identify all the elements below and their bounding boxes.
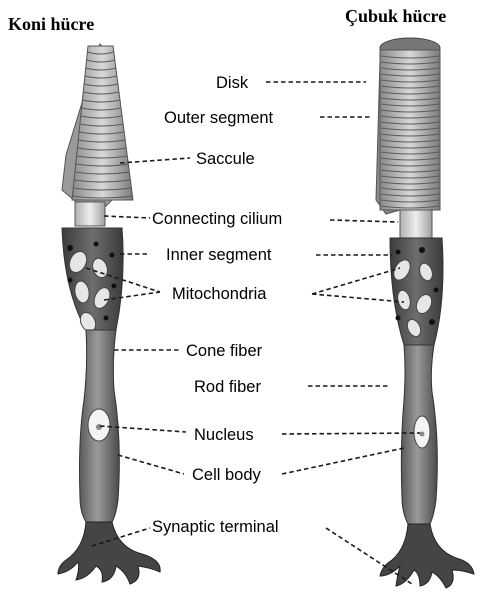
label-cone-fiber: Cone fiber — [186, 342, 263, 360]
labels: Disk Outer segment Saccule Connecting ci… — [152, 74, 282, 536]
rod-connecting-cilium — [400, 210, 432, 238]
label-disk: Disk — [216, 74, 249, 92]
rod-cell-title: Çubuk hücre — [345, 6, 446, 26]
label-synaptic-terminal: Synaptic terminal — [152, 518, 279, 536]
rod-synaptic-terminal — [380, 524, 474, 588]
label-connecting-cilium: Connecting cilium — [152, 210, 282, 228]
label-rod-fiber: Rod fiber — [194, 378, 261, 396]
label-nucleus: Nucleus — [194, 426, 254, 444]
label-cell-body: Cell body — [192, 466, 262, 484]
label-outer-segment: Outer segment — [164, 109, 274, 127]
cone-connecting-cilium — [75, 202, 105, 226]
cone-cell-title: Koni hücre — [8, 14, 94, 34]
cone-cell — [58, 44, 160, 584]
cone-synaptic-terminal — [58, 522, 160, 584]
rod-cell — [376, 38, 474, 588]
cone-outer-segment — [72, 46, 133, 200]
label-inner-segment: Inner segment — [166, 246, 272, 264]
label-saccule: Saccule — [196, 150, 255, 168]
label-mitochondria: Mitochondria — [172, 285, 267, 303]
